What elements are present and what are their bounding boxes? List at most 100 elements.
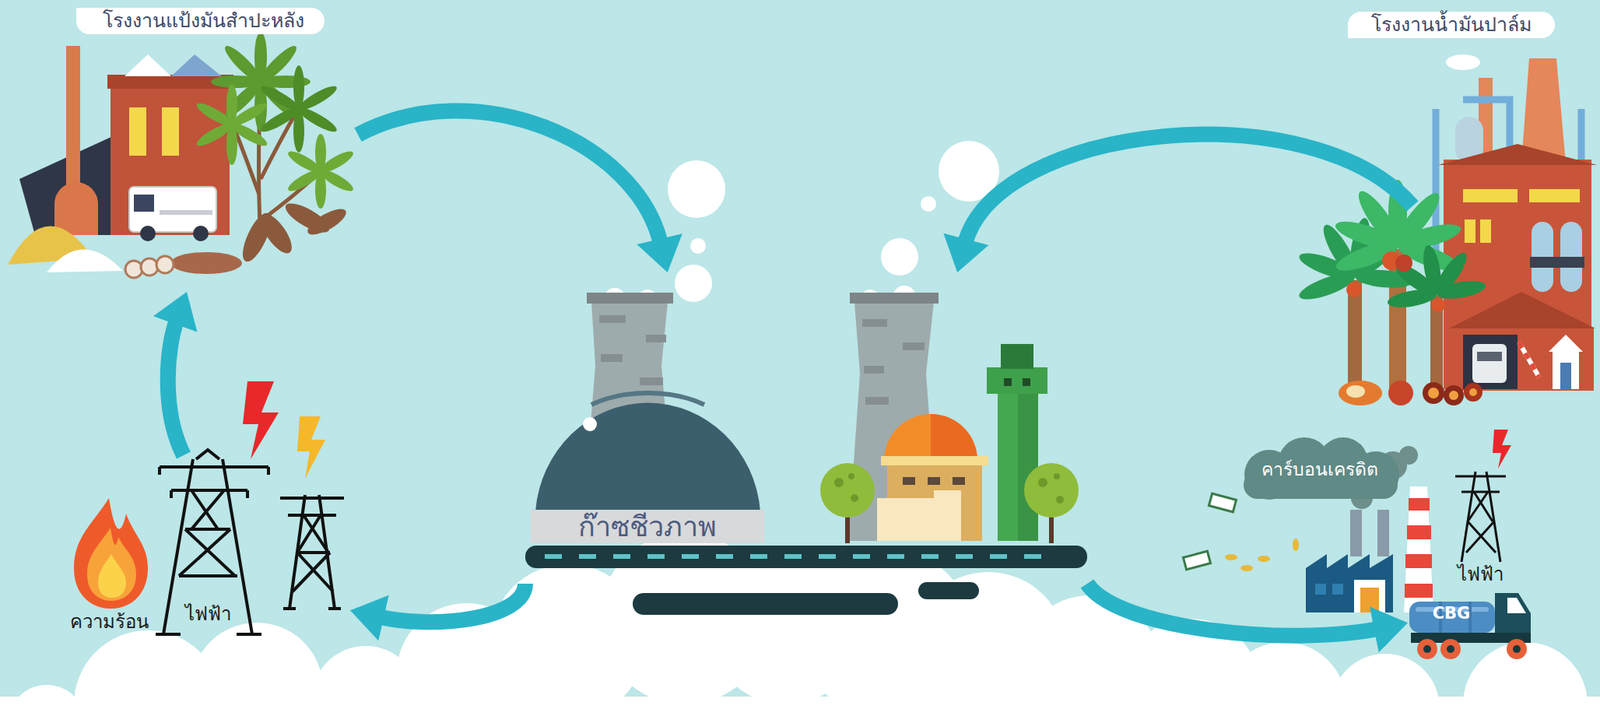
arrow-head bbox=[350, 595, 390, 642]
power-towers-part bbox=[159, 465, 269, 469]
cassava-plant-part-part bbox=[193, 99, 235, 130]
palm-oil-factory-part-part bbox=[1578, 108, 1586, 164]
truck-shape-part bbox=[1506, 638, 1527, 660]
cassava-factory-part bbox=[140, 225, 156, 242]
biogas-plant-art-part bbox=[632, 592, 899, 615]
biogas-plant-art-part bbox=[848, 473, 855, 480]
emitting-factory-part bbox=[1377, 509, 1390, 557]
emitting-factory-part bbox=[1360, 587, 1379, 613]
biogas-plant-art-part bbox=[952, 477, 965, 485]
cassava-factory-part bbox=[161, 107, 179, 156]
cassava-plant-part bbox=[193, 84, 270, 165]
emitting-factory-part bbox=[1315, 583, 1327, 595]
node-label: คาร์บอนเครดิต bbox=[1261, 459, 1379, 481]
biogas-plant-art-part-part bbox=[784, 554, 802, 559]
factory-region: โรงงานน้ำมันปาล์ม bbox=[1412, 11, 1594, 393]
biogas-plant-art-part bbox=[902, 342, 925, 351]
truck-shape-part bbox=[1507, 597, 1527, 614]
emitting-factory-part bbox=[1305, 554, 1393, 613]
lightning-bolts-part bbox=[242, 381, 279, 460]
arrow-head bbox=[943, 233, 989, 273]
cassava-factory-part bbox=[192, 225, 209, 242]
heat-flame-part bbox=[98, 554, 127, 598]
money-icons-part bbox=[1240, 564, 1253, 572]
biogas-plant-art-part bbox=[1038, 477, 1048, 488]
cassava-factory-part bbox=[156, 256, 174, 274]
cassava-factory-part bbox=[66, 45, 81, 202]
truck-shape-part bbox=[1512, 645, 1521, 653]
biogas-plant-art-part bbox=[586, 292, 674, 304]
biogas-plant-art-part bbox=[535, 403, 761, 512]
biogas-plant-art-part-part bbox=[852, 554, 871, 559]
cassava-factory-part bbox=[110, 77, 230, 236]
palm-trees-part bbox=[1346, 385, 1365, 398]
power-towers-part bbox=[280, 496, 344, 500]
biogas-plant: ก๊าซชีวภาพ bbox=[525, 272, 1088, 615]
palm-oil-factory-part bbox=[1463, 334, 1518, 390]
biogas-plant-art-part bbox=[849, 292, 939, 304]
palm-trees-part bbox=[1388, 380, 1414, 406]
power-towers-part bbox=[292, 552, 330, 592]
palm-trees-part bbox=[1347, 280, 1362, 397]
biogas-plant-art-part bbox=[599, 315, 626, 323]
flow-arrow bbox=[153, 291, 198, 456]
biogas-plant-art-part bbox=[884, 414, 978, 461]
palm-oil-factory-part bbox=[1445, 54, 1481, 71]
power-towers-part bbox=[297, 515, 321, 553]
flow-arrow bbox=[943, 134, 1413, 273]
biogas-plant-art-part bbox=[667, 160, 726, 218]
heat-flame-part bbox=[87, 527, 137, 601]
palm-oil-factory-part bbox=[1438, 143, 1597, 165]
biogas-plant-art-part bbox=[863, 365, 885, 374]
power-towers-part bbox=[178, 529, 231, 576]
money-icons bbox=[1182, 493, 1299, 572]
biogas-plant-art-part bbox=[986, 367, 1048, 394]
money-icons-part bbox=[1257, 555, 1271, 562]
palm-oil-factory-part bbox=[1548, 334, 1583, 352]
emitting-factory-part bbox=[1404, 583, 1433, 598]
biogas-plant-art-part-part bbox=[818, 554, 836, 559]
power-towers bbox=[155, 449, 344, 635]
biogas-plant-art-part-part bbox=[647, 554, 665, 559]
power-towers-part bbox=[328, 607, 341, 611]
biogas-plant-art-part-part bbox=[681, 554, 699, 559]
right-power-tower bbox=[1455, 471, 1506, 562]
cassava-factory-part bbox=[133, 194, 155, 212]
node-label: โรงงานแป้งมันสำปะหลัง bbox=[76, 7, 325, 35]
truck-shape-part bbox=[1440, 638, 1461, 660]
right-power-tower-part bbox=[1467, 491, 1488, 522]
palm-oil-factory-part bbox=[1529, 256, 1585, 268]
factory-region: โรงงานแป้งมันสำปะหลัง bbox=[7, 6, 358, 292]
biogas-plant-art-part bbox=[880, 238, 919, 276]
biogas-plant-art-part bbox=[645, 334, 667, 343]
power-towers-part bbox=[155, 632, 181, 636]
biogas-plant-art-part bbox=[930, 414, 978, 461]
cloud-shape-part bbox=[1243, 437, 1400, 500]
biogas-plant-art bbox=[525, 140, 1088, 615]
right-power-tower-part bbox=[1461, 491, 1500, 494]
money-icons-part bbox=[1224, 554, 1238, 561]
biogas-plant-art-part-part bbox=[1024, 554, 1042, 559]
biogas-plant-art-part bbox=[902, 477, 916, 485]
palm-oil-factory-part bbox=[1552, 351, 1579, 390]
biogas-plant-art-part-part bbox=[544, 554, 562, 559]
emitting-factory-part bbox=[1408, 498, 1430, 511]
palm-oil-factory-part bbox=[1449, 291, 1596, 329]
arrow-head bbox=[153, 291, 198, 333]
arrow-line bbox=[1087, 583, 1379, 636]
cassava-plant-part-part bbox=[285, 147, 324, 176]
biogas-plant-art-part bbox=[918, 582, 979, 600]
power-towers-part bbox=[283, 607, 296, 611]
cassava-factory-part bbox=[170, 252, 243, 274]
cassava-factory-part bbox=[171, 54, 222, 77]
palm-trees-part bbox=[1469, 388, 1478, 397]
biogas-plant-art-part bbox=[639, 377, 664, 386]
arrow-line bbox=[168, 319, 184, 456]
flow-arrow bbox=[357, 110, 683, 273]
power-towers-part bbox=[287, 513, 337, 517]
power-towers-part bbox=[245, 490, 250, 499]
palm-oil-factory-part bbox=[1519, 342, 1540, 378]
biogas-plant-art-part bbox=[544, 554, 1042, 559]
